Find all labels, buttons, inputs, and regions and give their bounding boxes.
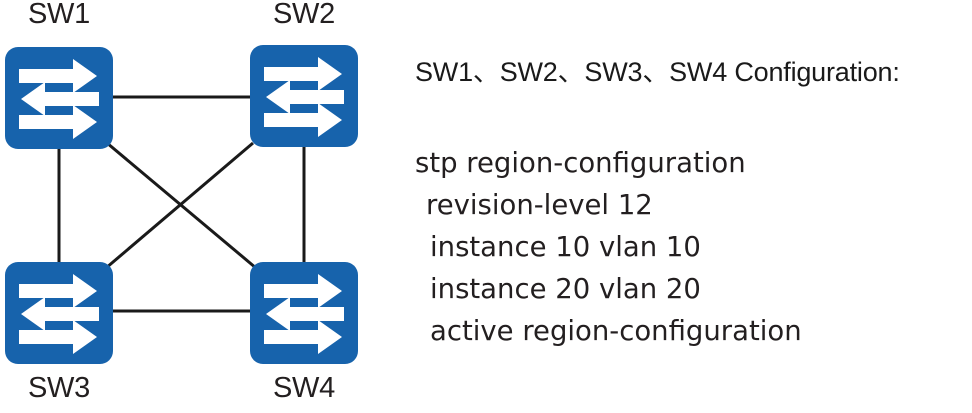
network-topology-diagram: SW1 SW2 SW3 SW4 (0, 0, 400, 413)
config-line: revision-level 12 (426, 189, 653, 221)
switch-node-sw3[interactable] (5, 262, 113, 364)
network-switch-icon (19, 59, 99, 139)
switch-label-sw1: SW1 (28, 0, 90, 30)
link-sw2-sw3 (105, 141, 254, 270)
topology-links (57, 95, 306, 313)
network-switch-icon (264, 57, 344, 137)
config-line: active region-configuration (430, 315, 802, 347)
network-switch-icon (264, 274, 344, 354)
config-line: stp region-configuration (415, 147, 746, 179)
config-line: instance 10 vlan 10 (430, 231, 701, 263)
switch-label-sw3: SW3 (28, 372, 90, 404)
switch-node-sw4[interactable] (250, 262, 358, 364)
switch-label-sw2: SW2 (273, 0, 335, 30)
switch-node-sw2[interactable] (250, 45, 358, 147)
switch-label-sw4: SW4 (273, 372, 335, 404)
configuration-panel: SW1、SW2、SW3、SW4 Configuration: stp regio… (400, 0, 972, 413)
configuration-command-list: stp region-configuration revision-level … (415, 142, 802, 352)
switch-node-sw1[interactable] (5, 47, 113, 149)
config-line: instance 20 vlan 20 (430, 273, 701, 305)
network-switch-icon (19, 274, 99, 354)
configuration-title: SW1、SW2、SW3、SW4 Configuration: (415, 57, 900, 87)
